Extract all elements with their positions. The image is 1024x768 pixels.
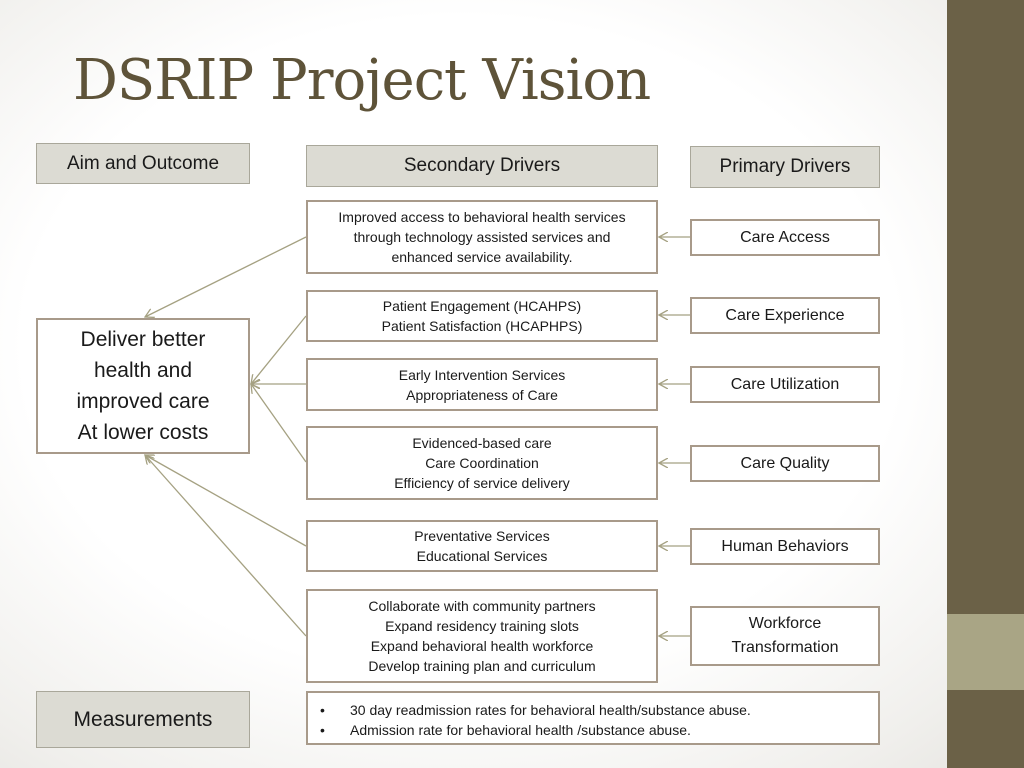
primary-driver-care-utilization: Care Utilization [690,366,880,403]
secondary-drivers-header: Secondary Drivers [306,145,658,187]
primary-driver-human-behaviors: Human Behaviors [690,528,880,565]
primary-driver-workforce-transformation: Workforce Transformation [690,606,880,666]
secondary-driver-workforce: Collaborate with community partners Expa… [306,589,658,683]
aim-box: Deliver better health and improved care … [36,318,250,454]
primary-driver-care-quality: Care Quality [690,445,880,482]
side-bar-accent [947,614,1024,690]
secondary-driver-behaviors: Preventative Services Educational Servic… [306,520,658,572]
arrow-experience-to-aim [251,315,307,384]
secondary-driver-quality: Evidenced-based care Care Coordination E… [306,426,658,500]
secondary-driver-access: Improved access to behavioral health ser… [306,200,658,274]
arrow-quality-to-aim [251,384,307,463]
primary-drivers-header: Primary Drivers [690,146,880,188]
measurement-item: 30 day readmission rates for behavioral … [316,700,878,720]
primary-driver-care-access: Care Access [690,219,880,256]
secondary-driver-utilization: Early Intervention Services Appropriaten… [306,358,658,411]
arrow-behaviors-to-aim [145,455,307,547]
arrow-access-to-aim [145,236,307,317]
measurements-list: 30 day readmission rates for behavioral … [306,691,880,745]
slide-title: DSRIP Project Vision [73,48,651,113]
measurements-header: Measurements [36,691,250,748]
primary-driver-care-experience: Care Experience [690,297,880,334]
aim-outcome-header: Aim and Outcome [36,143,250,184]
measurement-item: Admission rate for behavioral health /su… [316,720,878,740]
secondary-driver-experience: Patient Engagement (HCAHPS) Patient Sati… [306,290,658,342]
arrow-workforce-to-aim [145,455,307,637]
